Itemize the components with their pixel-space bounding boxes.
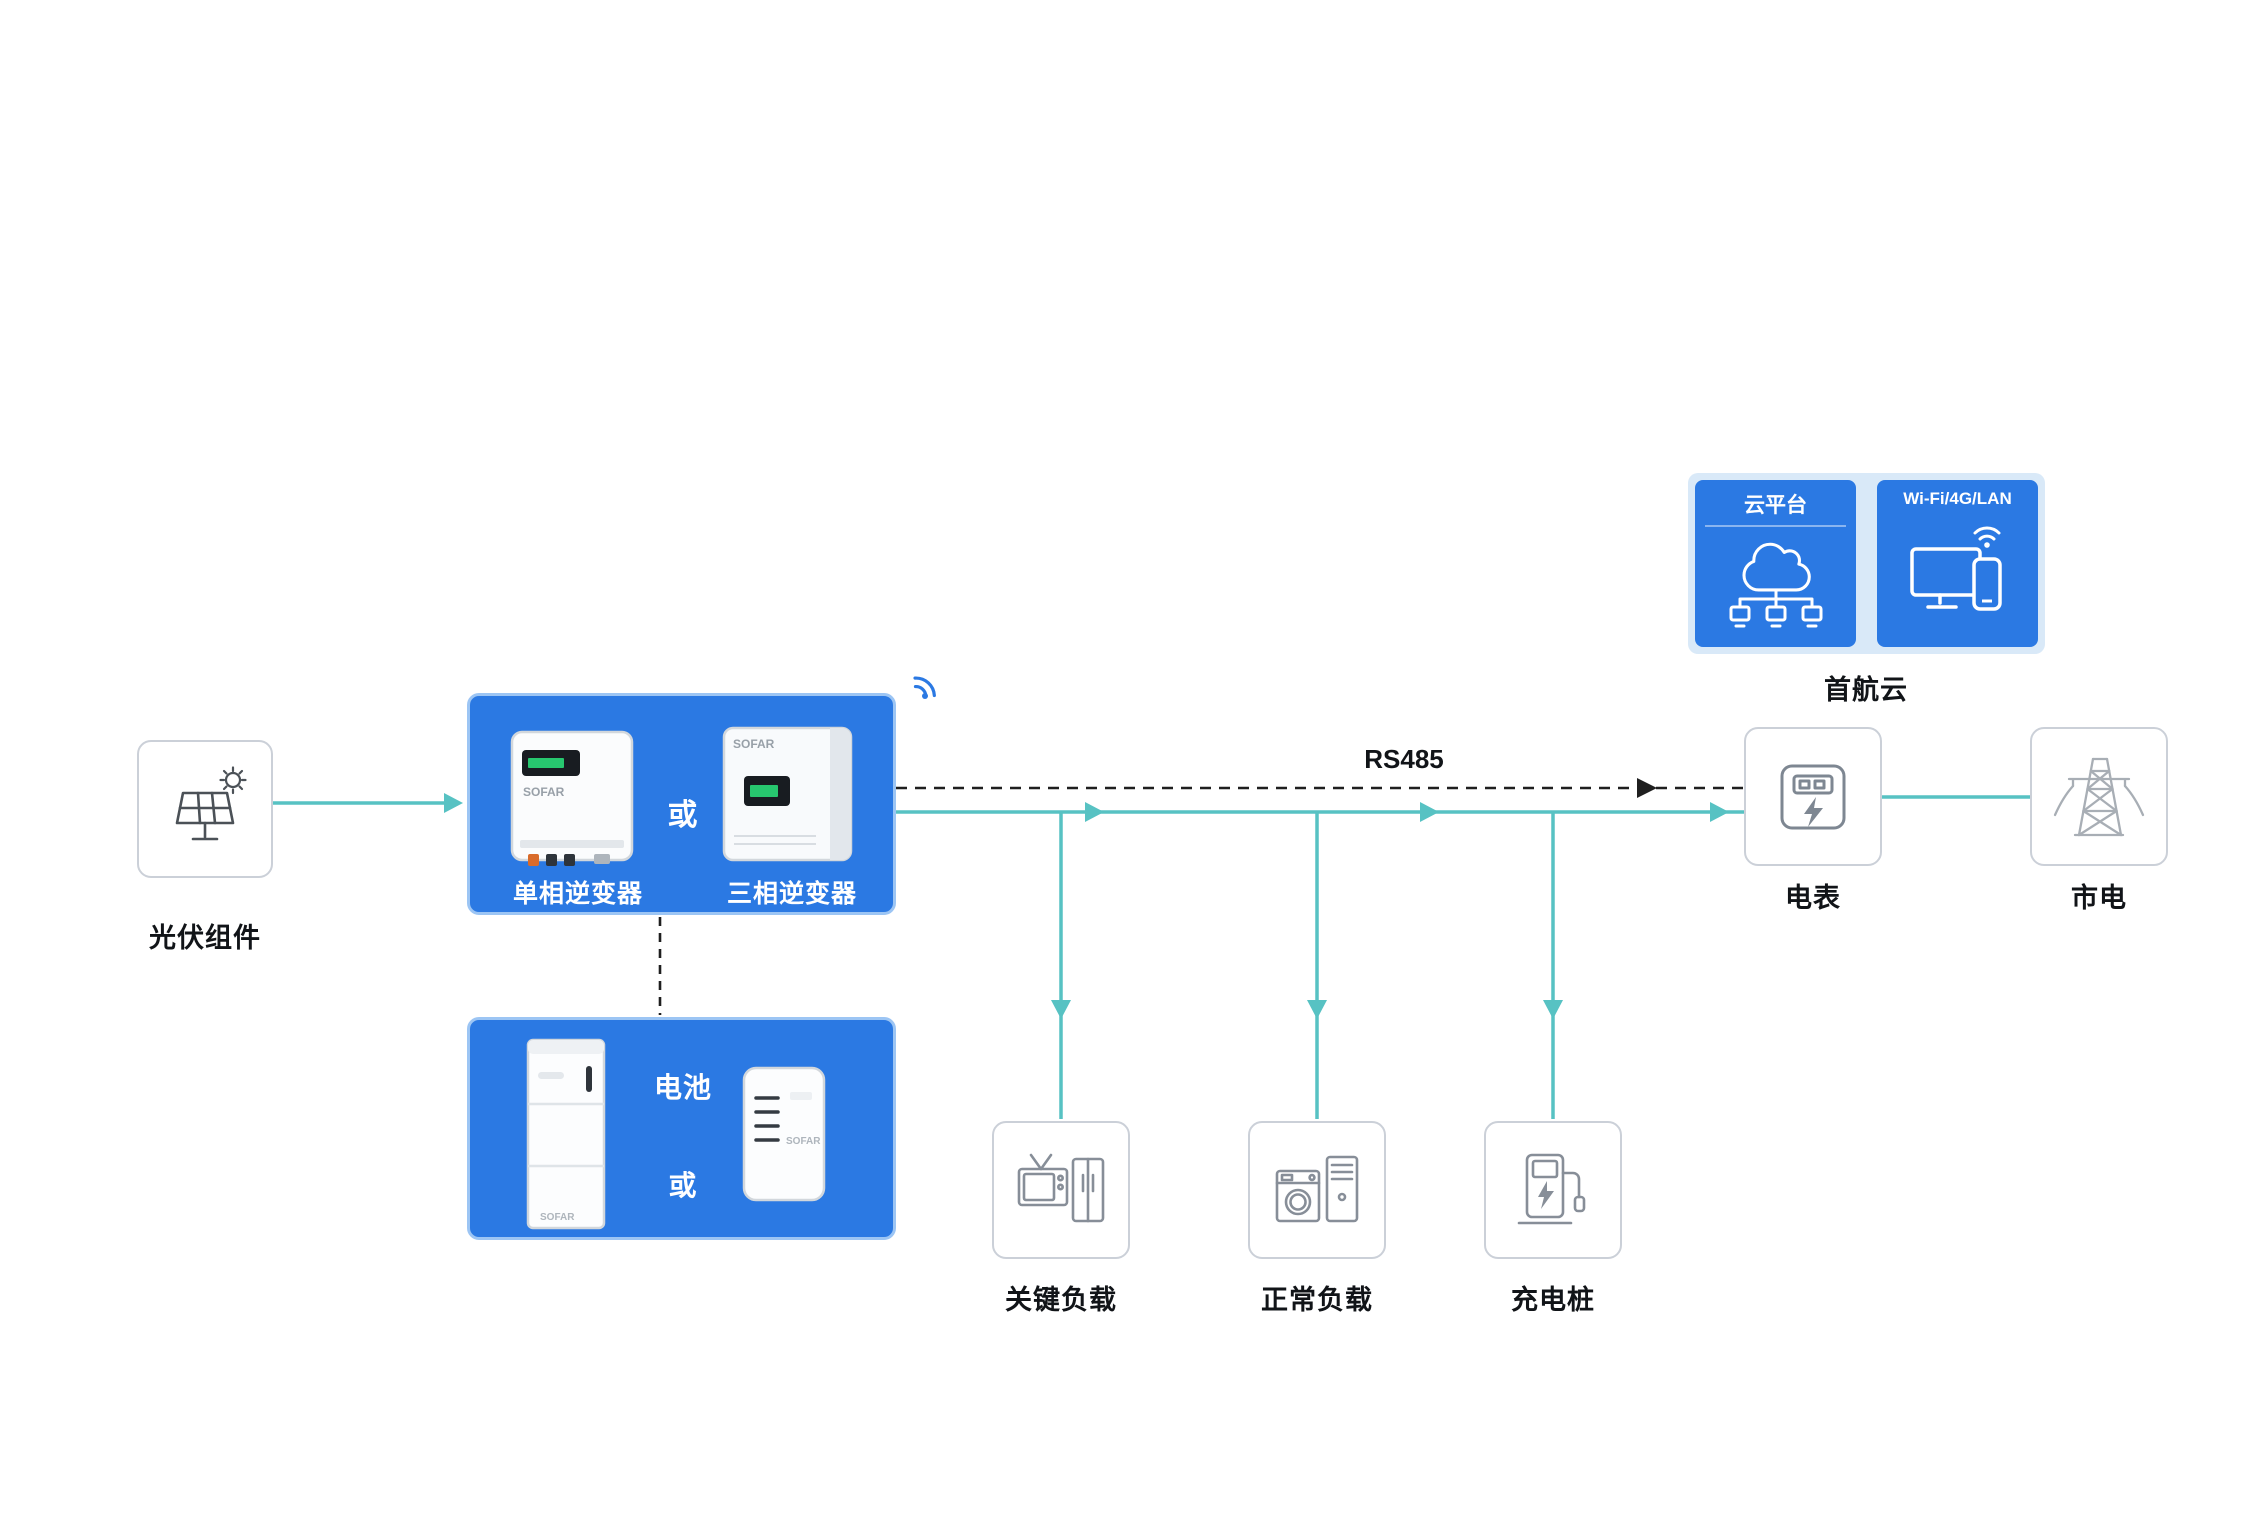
ev-charger-label: 充电桩	[1511, 1285, 1595, 1315]
inverter-group-box: SOFAR 或 SOFAR 单相逆变器 三相逆变器	[467, 693, 896, 915]
ev-charger-box	[1484, 1121, 1622, 1259]
tv-fridge-icon	[1017, 1153, 1105, 1223]
stack-battery-image: SOFAR	[526, 1038, 606, 1230]
normal-load-box	[1248, 1121, 1386, 1259]
comm-tile: Wi-Fi/4G/LAN	[1877, 480, 2038, 647]
inverter-brand-text: SOFAR	[523, 785, 565, 799]
ev-charger-icon	[1517, 1153, 1586, 1225]
rs485-arrow-icon	[1637, 778, 1657, 798]
cloud-platform-tile-title: 云平台	[1704, 480, 1847, 527]
rs485-label: RS485	[1364, 744, 1444, 774]
cloud-network-icon	[1729, 542, 1822, 628]
single-phase-inverter-label: 单相逆变器	[512, 880, 643, 908]
power-tower-icon	[2053, 757, 2145, 836]
comm-tile-title: Wi-Fi/4G/LAN	[1903, 489, 2012, 508]
pv-arrow-right-icon	[444, 793, 463, 813]
cloud-platform-tile: 云平台	[1695, 480, 1856, 647]
single-phase-inverter-image: SOFAR	[510, 730, 634, 866]
cloud-panel: 云平台 Wi-Fi/4G/LAN	[1688, 473, 2045, 654]
battery-or-text: 或	[668, 1170, 698, 1201]
battery-group-box: SOFAR 电池 或 SOFAR	[467, 1017, 896, 1240]
solar-panel-icon	[175, 766, 247, 841]
battery-brand-text: SOFAR	[540, 1212, 575, 1223]
pv-label: 光伏组件	[149, 923, 261, 953]
sofar-cloud-label: 首航云	[1824, 675, 1908, 705]
normal-load-label: 正常负载	[1261, 1285, 1373, 1315]
critical-load-label: 关键负载	[1005, 1285, 1117, 1315]
wall-battery-image: SOFAR	[742, 1066, 826, 1202]
three-phase-inverter-label: 三相逆变器	[726, 880, 857, 908]
inverter-brand-text: SOFAR	[733, 737, 775, 751]
monitor-phone-icon	[1909, 526, 2002, 611]
inverter-or-text: 或	[667, 799, 699, 832]
battery-brand-text: SOFAR	[786, 1136, 821, 1147]
energy-meter-icon	[1780, 764, 1846, 829]
wifi-signal-icon	[913, 676, 936, 699]
battery-title: 电池	[653, 1072, 712, 1103]
meter-box	[1744, 727, 1882, 866]
washer-appliance-icon	[1275, 1155, 1359, 1223]
ac-bus-arrow-icons	[1051, 802, 1729, 1019]
grid-box	[2030, 727, 2168, 866]
grid-label: 市电	[2071, 883, 2127, 913]
pv-module-box	[137, 740, 273, 878]
meter-label: 电表	[1785, 883, 1841, 913]
three-phase-inverter-image: SOFAR	[722, 726, 853, 862]
critical-load-box	[992, 1121, 1130, 1259]
